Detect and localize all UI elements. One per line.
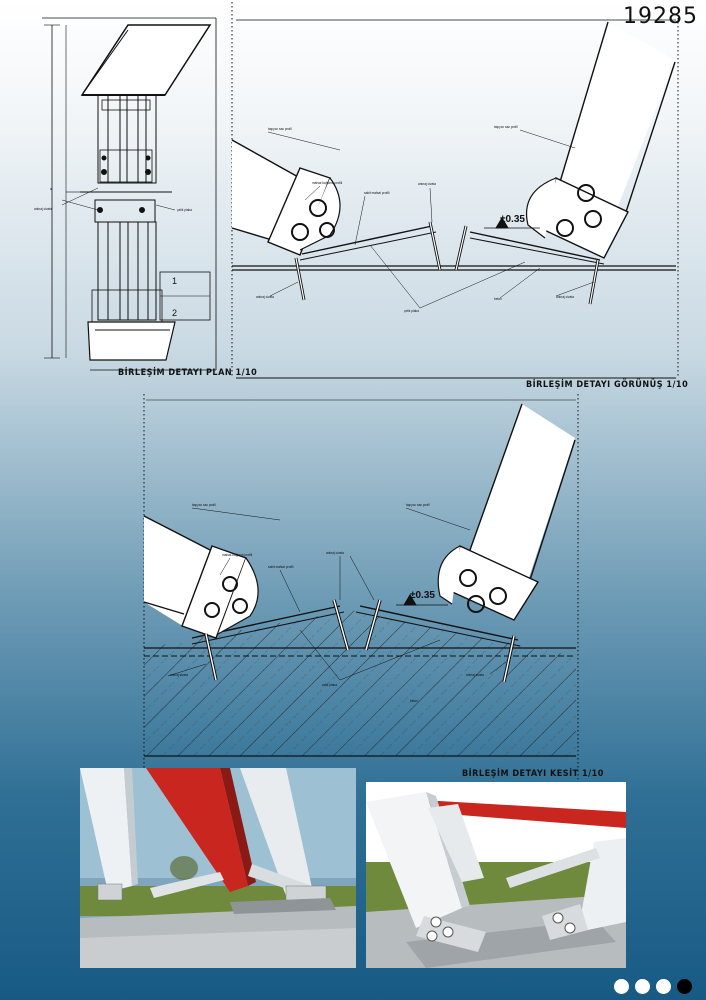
section-label-anchor-top: ankraj civata [326,551,344,555]
section-label-joint: mafsal bağlantı profili [222,553,252,557]
page-dot-4[interactable] [677,979,692,994]
sheet-number: 19285 [623,4,698,29]
elevation-label-anchor-top: ankraj civata [418,182,436,186]
elevation-label-fixed: sabit mafsal profili [364,191,390,195]
elevation-detail [231,2,679,379]
render-photo-left [80,768,356,968]
elevation-level-mark: ±0.35 [500,214,525,225]
render-right-illustration [366,782,626,968]
plan-label-plate: çelik plaka [177,208,192,212]
elevation-label-anchor-right: ankraj civata [556,295,574,299]
plan-label-anchor: ankraj civata [34,207,52,211]
elevation-label-joint: mafsal bağlantı profili [312,181,342,185]
plan-dim-2: 2 [172,308,177,318]
plan-detail [42,17,217,371]
section-label-concrete: beton [410,699,418,703]
elevation-label-plate: çelik plaka [404,309,419,313]
elevation-label-carrier-right: taşıyıcı sac profil [494,125,518,129]
elevation-title: BİRLEŞİM DETAYI GÖRÜNÜŞ 1/10 [526,380,689,390]
section-label-anchor-left: ankraj civata [170,673,188,677]
elevation-label-concrete: beton [494,297,502,301]
page-dot-3[interactable] [656,979,671,994]
elevation-label-anchor-left: ankraj civata [256,295,274,299]
render-photo-right [366,782,626,968]
section-label-anchor-right: ankraj civata [466,673,484,677]
section-label-carrier-left: taşıyıcı sac profil [192,503,216,507]
plan-dim-1: 1 [172,276,177,286]
plan-dim-a: a [50,187,52,191]
section-label-plate: çelik plaka [322,683,337,687]
plan-title: BİRLEŞİM DETAYI PLAN 1/10 [118,368,258,378]
page-dot-1[interactable] [614,979,629,994]
section-detail [143,394,579,790]
section-label-carrier-right: taşıyıcı sac profil [406,503,430,507]
section-title: BİRLEŞİM DETAYI KESİT 1/10 [462,769,604,779]
pagination-dots [614,979,692,994]
section-level-mark: ±0.35 [410,590,435,601]
render-left-illustration [80,768,356,968]
section-label-fixed: sabit mafsal profili [268,565,294,569]
page-dot-2[interactable] [635,979,650,994]
elevation-label-carrier-left: taşıyıcı sac profil [268,127,292,131]
